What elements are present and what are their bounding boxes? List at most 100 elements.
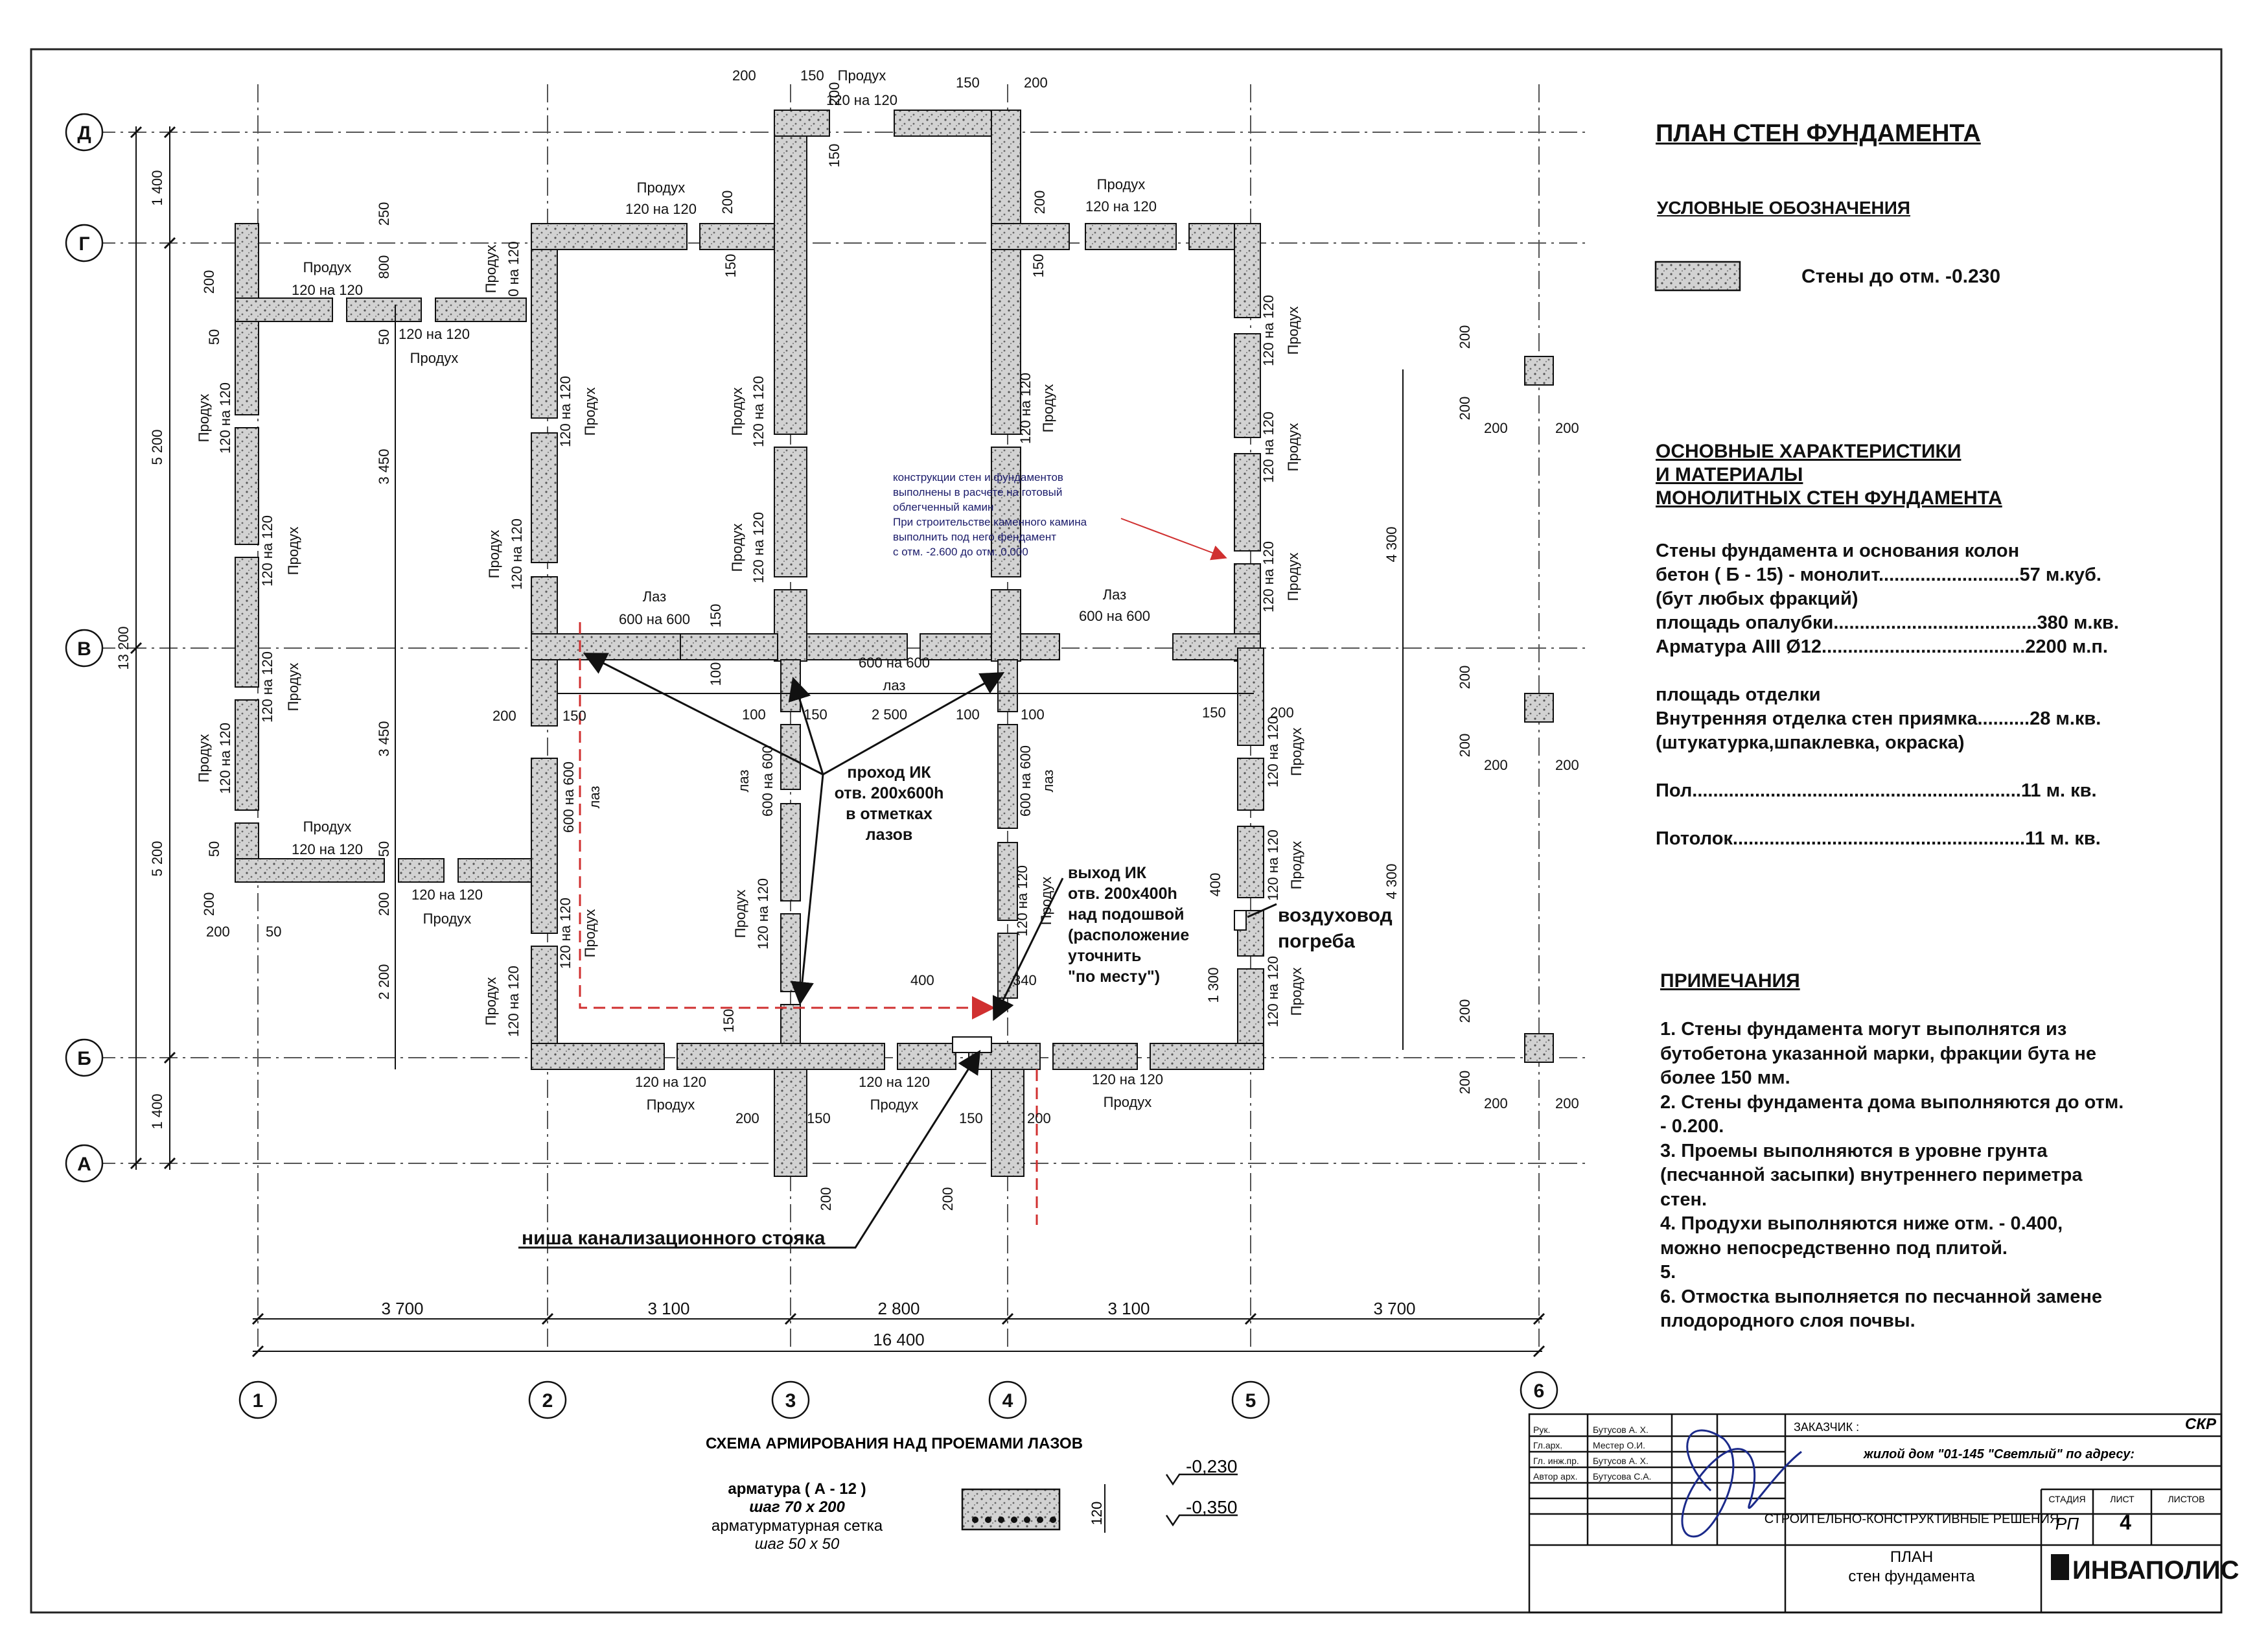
dim-value: 200: [1270, 704, 1294, 721]
level-marks: [1165, 1473, 1238, 1527]
dim-value: 200: [201, 892, 217, 916]
wall: [1052, 1043, 1138, 1070]
axis-label-V: В: [77, 638, 91, 660]
chars-line: [1656, 755, 2119, 779]
wall: [774, 589, 807, 662]
object-name: жилой дом "01-145 "Светлый" по адресу:: [1863, 1447, 2135, 1461]
vent-size: 120 на 120: [259, 651, 275, 723]
fireplace-note-line: облегченный камин: [893, 501, 993, 513]
section-name: СТРОИТЕЛЬНО-КОНСТРУКТИВНЫЕ РЕШЕНИЯ: [1765, 1512, 2059, 1526]
chars-header-1: ОСНОВНЫЕ ХАРАКТЕРИСТИКИ: [1656, 441, 1961, 462]
dim-value: 50: [376, 841, 392, 857]
wall: [774, 110, 807, 435]
dim-value: 200: [1024, 75, 1048, 91]
axis-bubble-D: [65, 113, 104, 152]
vent-label: Продух: [1288, 841, 1304, 890]
vent-size: 120 на 120: [259, 515, 275, 587]
dim-tick: [163, 1157, 176, 1170]
wall: [780, 659, 801, 712]
wall: [531, 223, 688, 250]
rebar-dot: [998, 1517, 1004, 1523]
dim-tick: [1533, 1345, 1545, 1358]
signature: [1681, 1429, 1802, 1538]
bottom-dimensions: 3 700 3 100 2 800 3 100 3 700 16 400: [381, 1299, 1415, 1349]
vent-size: 120 на 120: [755, 878, 771, 949]
level-value: -0,230: [1186, 1456, 1237, 1476]
vent-label: Продух: [1038, 877, 1054, 925]
wall: [780, 913, 801, 992]
vent-size: 120 на 120: [292, 841, 363, 857]
dim-value: 200: [376, 892, 392, 916]
vent-label: Продух: [410, 350, 459, 366]
dim-value: 200: [1457, 999, 1473, 1023]
chars-header-2: И МАТЕРИАЛЫ: [1656, 464, 1803, 485]
vent-label: Продух: [732, 890, 748, 938]
wall: [1020, 633, 1060, 660]
axis-label-2: 2: [542, 1390, 553, 1412]
vent-size: 120 на 120: [635, 1074, 706, 1090]
note-line: (песчанной засыпки) внутреннего периметр…: [1660, 1165, 2083, 1185]
title-block-roles: Рук. Гл.арх. Гл. инж.пр. Автор арх. Буту…: [1533, 1425, 1651, 1482]
chars-line: [1656, 803, 2119, 827]
vent-label: Продух: [483, 245, 499, 294]
vent-size: 120 на 120: [1265, 830, 1281, 901]
callout-leaders: [518, 653, 1277, 1249]
dim-value: 150: [826, 144, 842, 168]
wall: [235, 557, 259, 688]
dim-value: 340: [1013, 972, 1037, 988]
hatch-size: 600 на 600: [619, 611, 690, 627]
dim-value: 150: [807, 1110, 831, 1126]
axis-bubble-G: [65, 224, 104, 262]
wall: [680, 633, 778, 660]
note-line: можно непосредственно под плитой.: [1660, 1237, 2008, 1259]
dim-value: 200: [1555, 420, 1579, 436]
scheme-thk: 120: [1089, 1502, 1105, 1526]
vent-size: 120 на 120: [557, 898, 573, 969]
person: Бутусова С.А.: [1593, 1471, 1651, 1482]
wall: [531, 633, 681, 660]
dim-value: 4 300: [1383, 526, 1400, 562]
axis-label-6: 6: [1534, 1380, 1545, 1402]
vent-label: Продух: [285, 663, 301, 712]
ik-routes: [579, 622, 1038, 1225]
rebar-section: [961, 1488, 1061, 1531]
page-title: ПЛАН СТЕН ФУНДАМЕНТА: [1656, 120, 1981, 147]
rebar-dot: [985, 1517, 991, 1523]
dim-tick: [163, 237, 176, 250]
wall: [531, 1043, 665, 1070]
dim-value: 1 400: [149, 170, 165, 205]
dim-value: 50: [206, 329, 222, 345]
axis-label-B: Б: [77, 1048, 91, 1069]
dim-value: 200: [1457, 734, 1473, 758]
role: Гл.арх.: [1533, 1440, 1562, 1450]
callout-line: воздуховод: [1278, 905, 1393, 926]
hatch-label: Лаз: [643, 588, 667, 605]
leader: [583, 653, 824, 776]
vent-size: 120 на 120: [505, 966, 522, 1037]
vent-label: Продух: [196, 734, 212, 783]
rebar-dot: [1037, 1517, 1043, 1523]
drawing-title: ПЛАН: [1890, 1548, 1933, 1566]
vent-label: Продух: [582, 388, 598, 436]
scheme-line: арматура ( А - 12 ): [728, 1480, 866, 1498]
dim-value: 150: [708, 604, 724, 628]
wall: [991, 223, 1070, 250]
wall: [1237, 826, 1264, 898]
level-value: -0,350: [1186, 1497, 1237, 1517]
vent-size: 120 на 120: [1014, 865, 1030, 937]
callout-line: "по месту"): [1068, 968, 1160, 986]
note-line: - 0.200.: [1660, 1116, 1724, 1137]
axis-bubble-3: [771, 1380, 810, 1419]
vent-label: Продух: [582, 909, 598, 958]
callout-line: отв. 200х600h: [835, 784, 944, 802]
vent-label: Продух: [303, 259, 352, 275]
dim-value: 50: [266, 924, 281, 940]
dim-value: 150: [723, 254, 739, 278]
callout-line: выход ИК: [1068, 864, 1147, 882]
vent-label: Продух: [303, 819, 352, 835]
wall: [774, 1069, 807, 1177]
hatch-size: 600 на 600: [759, 745, 776, 817]
vent-size: 120 на 120: [217, 382, 233, 454]
axis-label-G: Г: [78, 233, 89, 255]
